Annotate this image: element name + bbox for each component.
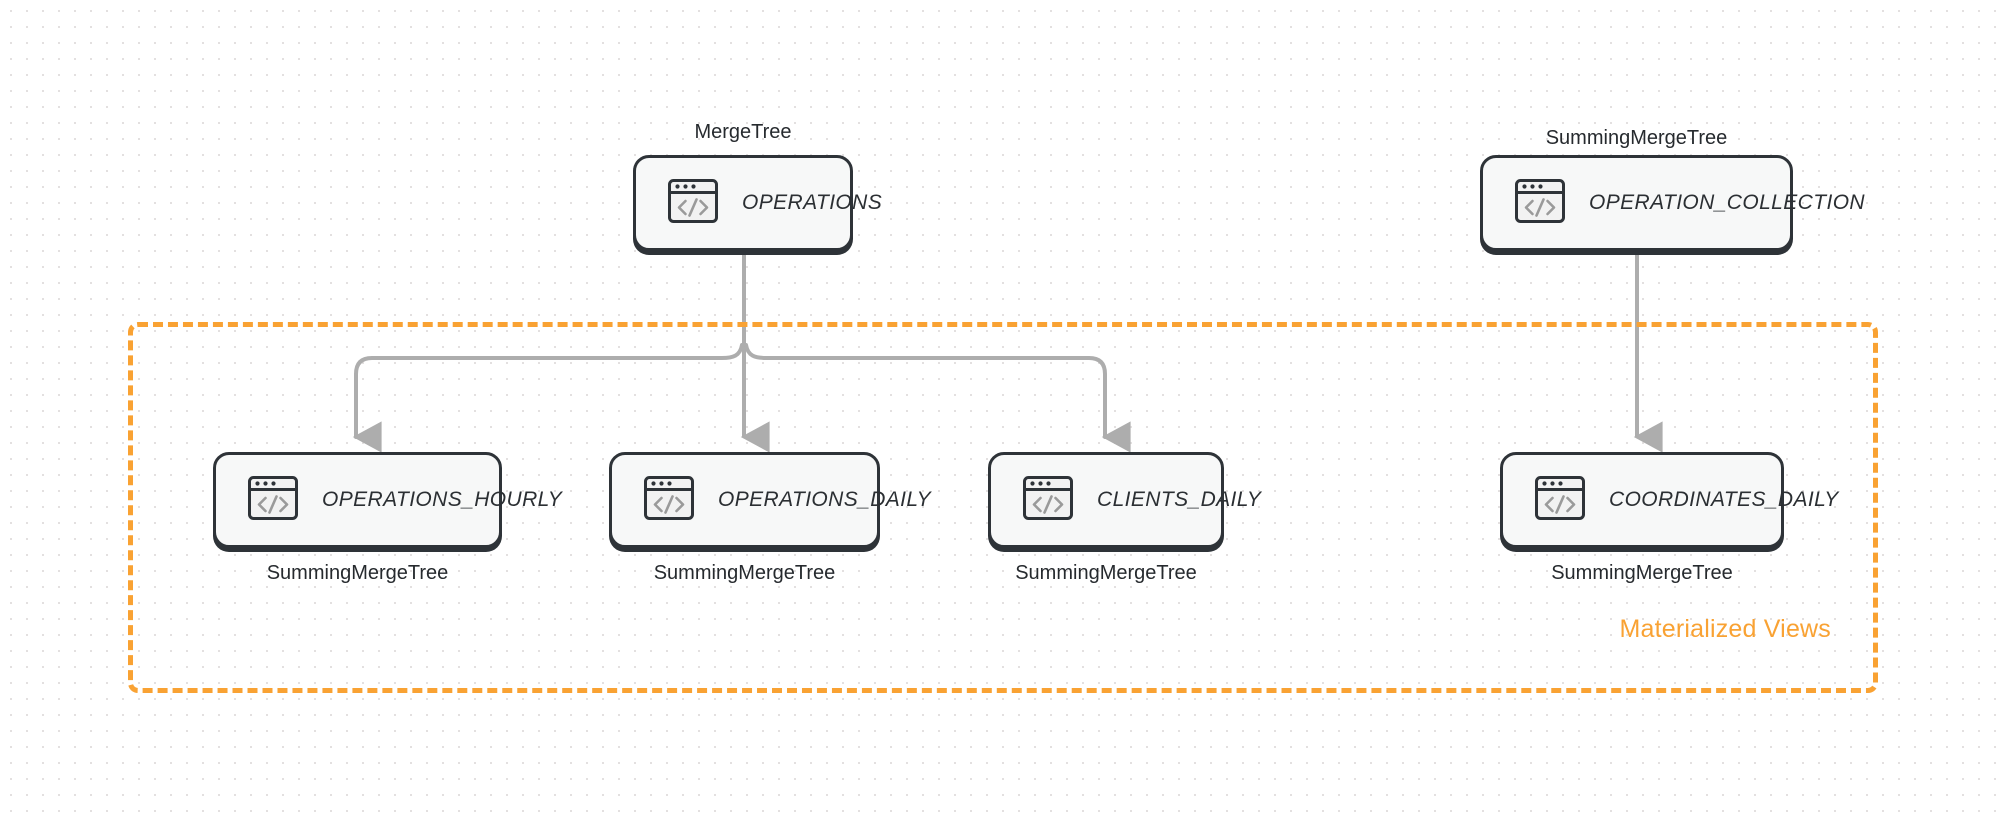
engine-caption-operations-hourly: SummingMergeTree [266,562,449,584]
node-clients-daily-label: CLIENTS_DAILY [1097,488,1262,511]
node-operation-collection-label: OPERATION_COLLECTION [1589,191,1865,214]
node-operations-daily[interactable]: OPERATIONS_DAILY [609,452,931,548]
node-coordinates-daily-label: COORDINATES_DAILY [1609,488,1839,511]
engine-caption-operations: MergeTree [694,121,792,143]
code-window-icon [1533,471,1587,530]
engine-caption-clients-daily: SummingMergeTree [1015,562,1197,584]
node-operations-label: OPERATIONS [742,191,883,214]
node-operations-hourly[interactable]: OPERATIONS_HOURLY [213,452,562,548]
code-window-icon [246,471,300,530]
node-operations-hourly-label: OPERATIONS_HOURLY [322,488,563,511]
code-window-icon [1021,471,1075,530]
materialized-views-group-label: Materialized Views [1619,615,1831,643]
node-coordinates-daily[interactable]: COORDINATES_DAILY [1500,452,1838,548]
engine-caption-coordinates-daily: SummingMergeTree [1551,562,1733,584]
code-window-icon [642,471,696,530]
engine-caption-operations-daily: SummingMergeTree [653,562,836,584]
node-operations-daily-label: OPERATIONS_DAILY [718,488,931,511]
code-window-icon [1513,174,1567,233]
node-operations[interactable]: OPERATIONS [633,155,882,251]
code-window-icon [666,174,720,233]
node-clients-daily[interactable]: CLIENTS_DAILY [988,452,1261,548]
engine-caption-operation-collection: SummingMergeTree [1545,127,1728,149]
materialized-views-group: Materialized Views [128,322,1878,693]
node-operation-collection[interactable]: OPERATION_COLLECTION [1480,155,1865,251]
